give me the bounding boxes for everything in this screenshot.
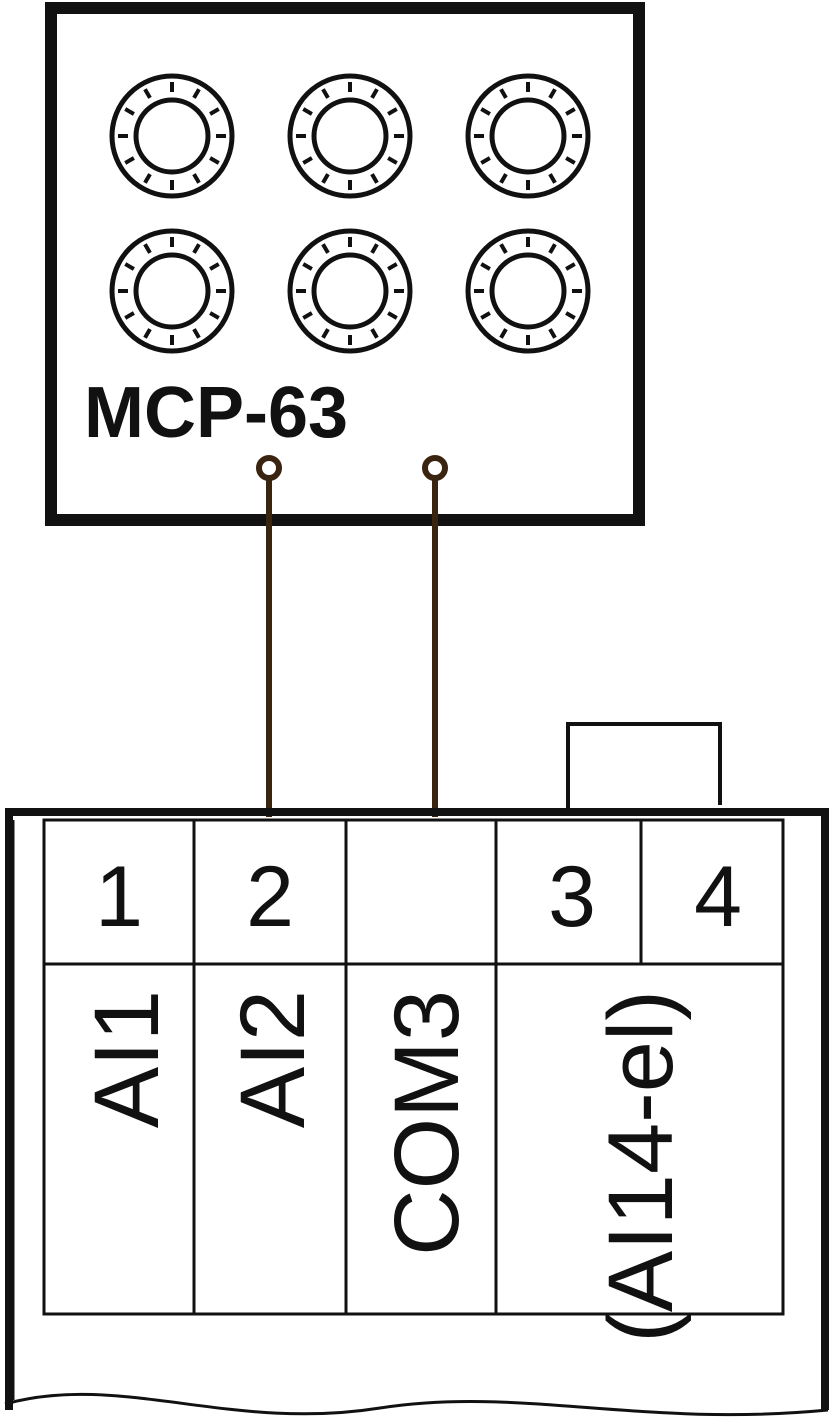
- jumper-3-4: [566, 722, 722, 815]
- connector-icon: [465, 228, 591, 354]
- device-terminal-left: [256, 455, 282, 481]
- connector-icon: [287, 228, 413, 354]
- terminal-block: 1 2 3 4 AI1 AI2 COM3 (AI14-el): [42, 818, 785, 1343]
- device-name-label: MCP-63: [84, 373, 348, 453]
- terminal-number-2: 2: [246, 849, 294, 945]
- terminal-number-1: 1: [95, 849, 143, 945]
- terminal-number-4: 4: [694, 849, 742, 945]
- mcp63-device: MCP-63: [45, 2, 645, 526]
- terminal-label-ai2: AI2: [222, 990, 324, 1128]
- terminal-label-com3: COM3: [376, 990, 478, 1256]
- connector-icon: [465, 73, 591, 199]
- terminal-number-3: 3: [548, 849, 596, 945]
- housing-torn-edge: [4, 1392, 829, 1417]
- connector-grid: [109, 73, 591, 354]
- connector-icon: [109, 228, 235, 354]
- connector-icon: [287, 73, 413, 199]
- device-frame: [45, 2, 645, 526]
- terminal-label-ai14: (AI14-el): [590, 990, 692, 1343]
- device-terminal-right: [422, 455, 448, 481]
- connector-icon: [109, 73, 235, 199]
- controller-housing: [5, 808, 829, 1410]
- terminal-label-ai1: AI1: [76, 990, 178, 1128]
